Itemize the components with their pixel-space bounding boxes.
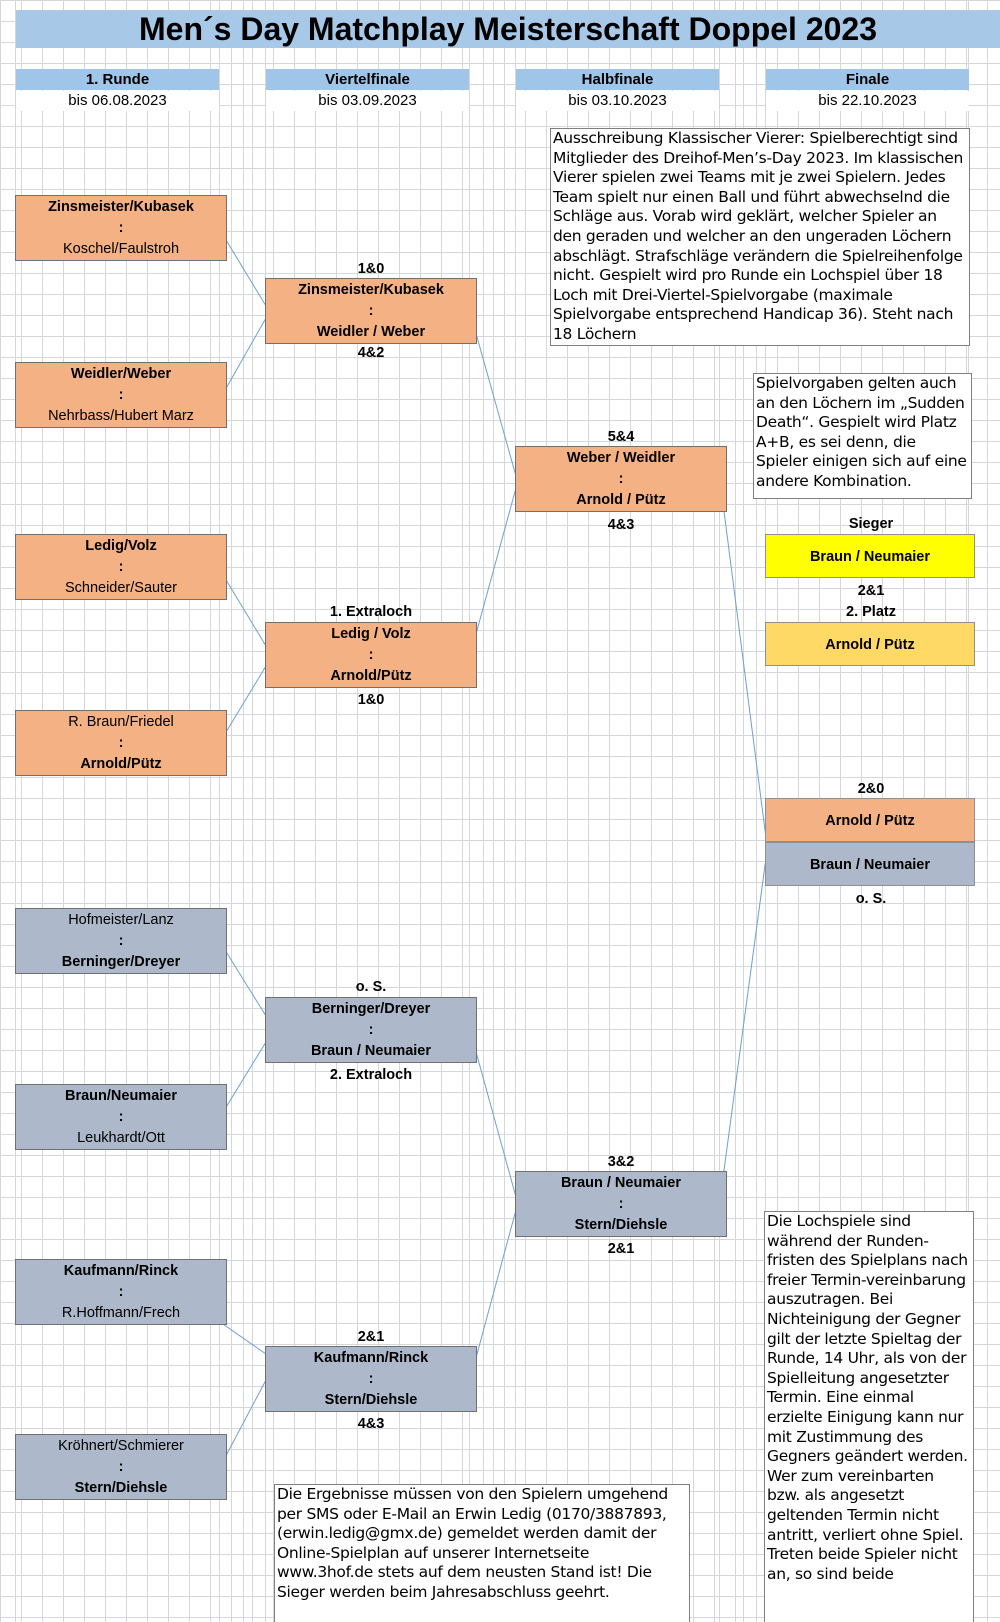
qf2-score: 1&0: [357, 692, 385, 708]
second-place-label: 2. Platz: [846, 604, 896, 620]
team-name: Schneider/Sauter: [64, 580, 178, 596]
vs-separator: :: [618, 1196, 624, 1212]
match-r1-1[interactable]: Zinsmeister/Kubasek : Koschel/Faulstroh: [15, 195, 227, 261]
match-r1-5[interactable]: Hofmeister/Lanz : Berninger/Dreyer: [15, 908, 227, 974]
team-name: Arnold/Pütz: [80, 756, 162, 772]
team-name: Kröhnert/Schmierer: [58, 1438, 184, 1454]
vs-separator: :: [118, 220, 124, 236]
team-name: Berninger/Dreyer: [311, 1001, 431, 1017]
vs-separator: :: [118, 933, 124, 949]
qf1-result: 1&0: [357, 261, 385, 277]
qf4-score: 4&3: [357, 1416, 385, 1432]
sf2-result: 3&2: [607, 1154, 635, 1170]
team-name: Braun/Neumaier: [64, 1088, 177, 1104]
qf2-result: 1. Extraloch: [329, 604, 413, 620]
rules-note: Ausschreibung Klassischer Vierer: Spielb…: [550, 128, 970, 346]
vs-separator: :: [368, 647, 374, 663]
team-name: Weber / Weidler: [566, 450, 676, 466]
round-deadline-2: bis 03.09.2023: [266, 91, 469, 111]
qf3-score: 2. Extraloch: [329, 1067, 413, 1083]
second-place-team[interactable]: Arnold / Pütz: [765, 622, 975, 666]
qf3-result: o. S.: [355, 979, 387, 995]
match-r1-8[interactable]: Kröhnert/Schmierer : Stern/Diehsle: [15, 1434, 227, 1500]
team-name: Kaufmann/Rinck: [313, 1350, 429, 1366]
match-r1-7[interactable]: Kaufmann/Rinck : R.Hoffmann/Frech: [15, 1259, 227, 1325]
sf2-score: 2&1: [607, 1241, 635, 1257]
final-score: o. S.: [855, 891, 887, 907]
team-name: Zinsmeister/Kubasek: [298, 282, 444, 298]
results-note: Die Ergebnisse müssen von den Spielern u…: [274, 1484, 690, 1622]
team-name: Ledig/Volz: [85, 538, 157, 554]
vs-separator: :: [368, 1371, 374, 1387]
page-title: Men´s Day Matchplay Meisterschaft Doppel…: [16, 10, 1000, 48]
team-name: Weidler/Weber: [70, 366, 172, 382]
team-name: Stern/Diehsle: [574, 1217, 668, 1233]
vs-separator: :: [118, 1284, 124, 1300]
match-r1-3[interactable]: Ledig/Volz : Schneider/Sauter: [15, 534, 227, 600]
vs-separator: :: [368, 1022, 374, 1038]
team-name: Stern/Diehsle: [74, 1480, 168, 1496]
match-qf-3[interactable]: Berninger/Dreyer : Braun / Neumaier: [265, 997, 477, 1063]
qf4-result: 2&1: [357, 1329, 385, 1345]
team-name: Hofmeister/Lanz: [68, 912, 174, 928]
round-header-2: Viertelfinale: [266, 69, 469, 90]
sf1-result: 5&4: [607, 429, 635, 445]
final-team-1[interactable]: Arnold / Pütz: [765, 798, 975, 842]
match-sf-1[interactable]: Weber / Weidler : Arnold / Pütz: [515, 446, 727, 512]
team-name: Berninger/Dreyer: [61, 954, 181, 970]
vs-separator: :: [118, 1459, 124, 1475]
schedule-note: Die Lochspiele sind während der Runden-f…: [764, 1211, 974, 1622]
team-name: Arnold / Pütz: [576, 492, 666, 508]
team-name: Stern/Diehsle: [324, 1392, 418, 1408]
match-r1-6[interactable]: Braun/Neumaier : Leukhardt/Ott: [15, 1084, 227, 1150]
vs-separator: :: [118, 559, 124, 575]
team-name: Kaufmann/Rinck: [63, 1263, 179, 1279]
team-name: Koschel/Faulstroh: [62, 241, 180, 257]
final-result: 2&0: [857, 781, 885, 797]
match-r1-2[interactable]: Weidler/Weber : Nehrbass/Hubert Marz: [15, 362, 227, 428]
winner-score: 2&1: [857, 583, 885, 599]
match-r1-4[interactable]: R. Braun/Friedel : Arnold/Pütz: [15, 710, 227, 776]
match-sf-2[interactable]: Braun / Neumaier : Stern/Diehsle: [515, 1171, 727, 1237]
vs-separator: :: [618, 471, 624, 487]
round-header-4: Finale: [766, 69, 969, 90]
team-name: Leukhardt/Ott: [77, 1130, 165, 1146]
sf1-score: 4&3: [607, 517, 635, 533]
team-name: Zinsmeister/Kubasek: [48, 199, 194, 215]
team-name: Braun / Neumaier: [560, 1175, 682, 1191]
team-name: Weidler / Weber: [316, 324, 426, 340]
winner-team[interactable]: Braun / Neumaier: [765, 534, 975, 578]
winner-label: Sieger: [848, 516, 894, 532]
final-team-2[interactable]: Braun / Neumaier: [765, 842, 975, 886]
round-header-3: Halbfinale: [516, 69, 719, 90]
team-name: R. Braun/Friedel: [68, 714, 174, 730]
team-name: Ledig / Volz: [331, 626, 411, 642]
round-header-1: 1. Runde: [16, 69, 219, 90]
team-name: Nehrbass/Hubert Marz: [48, 408, 194, 424]
vs-separator: :: [368, 303, 374, 319]
match-qf-1[interactable]: Zinsmeister/Kubasek : Weidler / Weber: [265, 278, 477, 344]
handicap-note: Spielvorgaben gelten auch an den Löchern…: [753, 373, 972, 499]
round-deadline-3: bis 03.10.2023: [516, 91, 719, 111]
match-qf-4[interactable]: Kaufmann/Rinck : Stern/Diehsle: [265, 1346, 477, 1412]
vs-separator: :: [118, 735, 124, 751]
team-name: R.Hoffmann/Frech: [61, 1305, 181, 1321]
match-qf-2[interactable]: Ledig / Volz : Arnold/Pütz: [265, 622, 477, 688]
team-name: Arnold/Pütz: [330, 668, 412, 684]
vs-separator: :: [118, 1109, 124, 1125]
qf1-score: 4&2: [357, 345, 385, 361]
round-deadline-1: bis 06.08.2023: [16, 91, 219, 111]
team-name: Braun / Neumaier: [310, 1043, 432, 1059]
round-deadline-4: bis 22.10.2023: [766, 91, 969, 111]
vs-separator: :: [118, 387, 124, 403]
